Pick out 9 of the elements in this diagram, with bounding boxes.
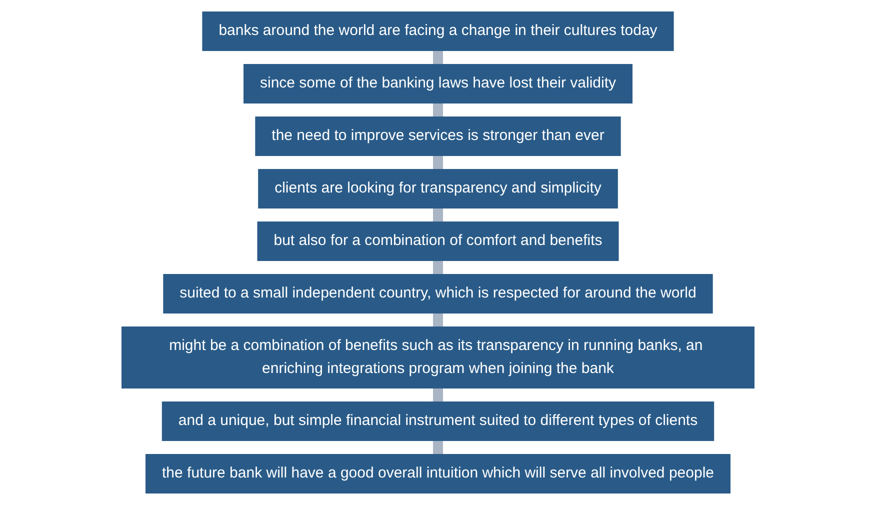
node-box: since some of the banking laws have lost their validity	[244, 64, 632, 104]
node-box: the need to improve services is stronger than ever	[255, 116, 621, 156]
node-box: but also for a combination of comfort and benefits	[257, 222, 619, 261]
node-box: the future bank will have a good overall intuition which will serve all involved people	[146, 454, 730, 494]
node-box: clients are looking for transparency and simplicity	[258, 169, 618, 208]
node-box: suited to a small independent country, which is respected for around the world	[163, 274, 713, 314]
node-box: banks around the world are facing a change in their cultures today	[202, 12, 674, 51]
node-box: and a unique, but simple financial instrument suited to different types of clients	[162, 402, 714, 441]
node-box: might be a combination of benefits such as its transparency in running banks, an enriching integrations program when joining the bank	[122, 326, 754, 388]
